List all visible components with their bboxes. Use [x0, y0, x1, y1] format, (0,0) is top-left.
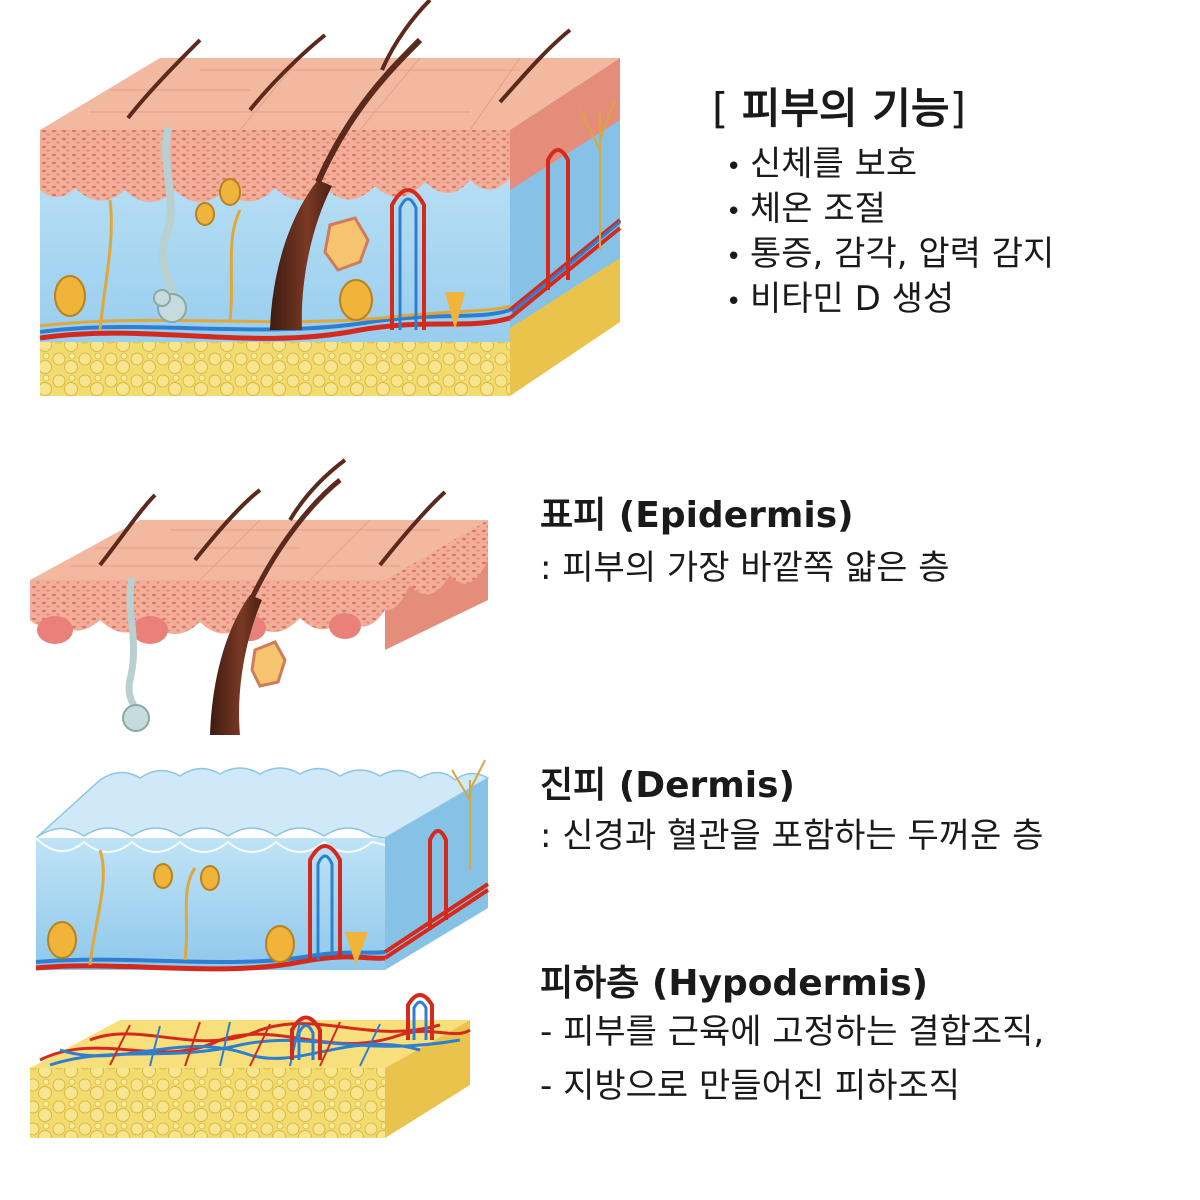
- bracket-close: ]: [949, 84, 966, 133]
- function-item-label: 신체를 보호: [750, 144, 918, 184]
- dermis-desc: : 신경과 혈관을 포함하는 두꺼운 층: [540, 816, 1044, 856]
- bullet-icon: •: [726, 287, 742, 317]
- function-item-label: 체온 조절: [750, 189, 886, 229]
- function-item-label: 비타민 D 생성: [750, 279, 955, 319]
- hypodermis-line-2: - 지방으로 만들어진 피하조직: [540, 1066, 961, 1106]
- functions-title-text: 피부의 기능: [741, 84, 950, 133]
- dermis-title: 진피 (Dermis): [540, 765, 796, 806]
- epidermis-block: [30, 458, 488, 735]
- epidermis-desc: : 피부의 가장 바깥쪽 얇은 층: [540, 548, 950, 588]
- bullet-icon: •: [726, 152, 742, 182]
- list-item: • 신체를 보호: [726, 142, 1054, 187]
- bullet-icon: •: [726, 197, 742, 227]
- list-item: • 통증, 감각, 압력 감지: [726, 232, 1054, 277]
- list-item: • 비타민 D 생성: [726, 277, 1054, 322]
- full-skin-block: [39, 0, 622, 396]
- epidermis-title: 표피 (Epidermis): [540, 495, 854, 536]
- bullet-icon: •: [726, 242, 742, 272]
- function-item-label: 통증, 감각, 압력 감지: [750, 234, 1055, 274]
- functions-title: [ 피부의 기능]: [712, 84, 966, 134]
- bracket-open: [: [712, 84, 729, 133]
- hypodermis-block: [30, 993, 471, 1138]
- hypodermis-line-1: - 피부를 근육에 고정하는 결합조직,: [540, 1012, 1045, 1052]
- hypodermis-title: 피하층 (Hypodermis): [540, 963, 929, 1004]
- functions-list: • 신체를 보호 • 체온 조절 • 통증, 감각, 압력 감지 • 비타민 D 생성: [726, 142, 1054, 322]
- dermis-block: [35, 759, 490, 972]
- list-item: • 체온 조절: [726, 187, 1054, 232]
